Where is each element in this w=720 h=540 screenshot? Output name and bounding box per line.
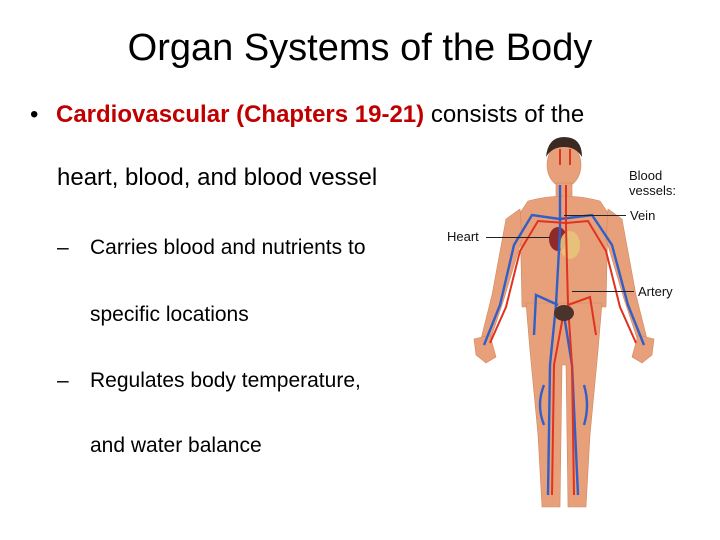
sub-bullet-2-line1: Regulates body temperature, — [90, 369, 361, 392]
label-blood-vessels: Blood vessels: — [629, 168, 676, 198]
heart-leader-line — [486, 237, 550, 238]
label-artery: Artery — [638, 284, 673, 299]
cardiovascular-diagram: Heart Blood vessels: Vein Artery — [440, 135, 720, 535]
sub-bullet-1-line2: specific locations — [90, 303, 249, 326]
bullet-emphasis: Cardiovascular (Chapters 19-21) — [56, 101, 425, 128]
sub-bullet-2-line2: and water balance — [90, 434, 262, 457]
bullet-cardiovascular: • Cardiovascular (Chapters 19-21) consist… — [30, 99, 584, 131]
slide-title: Organ Systems of the Body — [127, 27, 593, 69]
artery-leader-line — [572, 291, 634, 292]
sub-bullet-1: –Carries blood and nutrients to — [57, 234, 366, 262]
vein-leader-line — [564, 215, 626, 216]
label-heart: Heart — [447, 229, 479, 244]
bullet-text-line2: heart, blood, and blood vessel — [57, 164, 378, 191]
human-body-illustration — [473, 137, 655, 508]
bullet-marker: • — [30, 101, 39, 128]
sub-bullet-1-line1: Carries blood and nutrients to — [90, 236, 366, 259]
sub-bullet-marker: – — [57, 236, 69, 259]
label-vein: Vein — [630, 208, 656, 223]
sub-bullet-marker: – — [57, 369, 69, 392]
bullet-text-line1: consists of the — [424, 101, 585, 128]
sub-bullet-2: –Regulates body temperature, — [57, 367, 361, 395]
